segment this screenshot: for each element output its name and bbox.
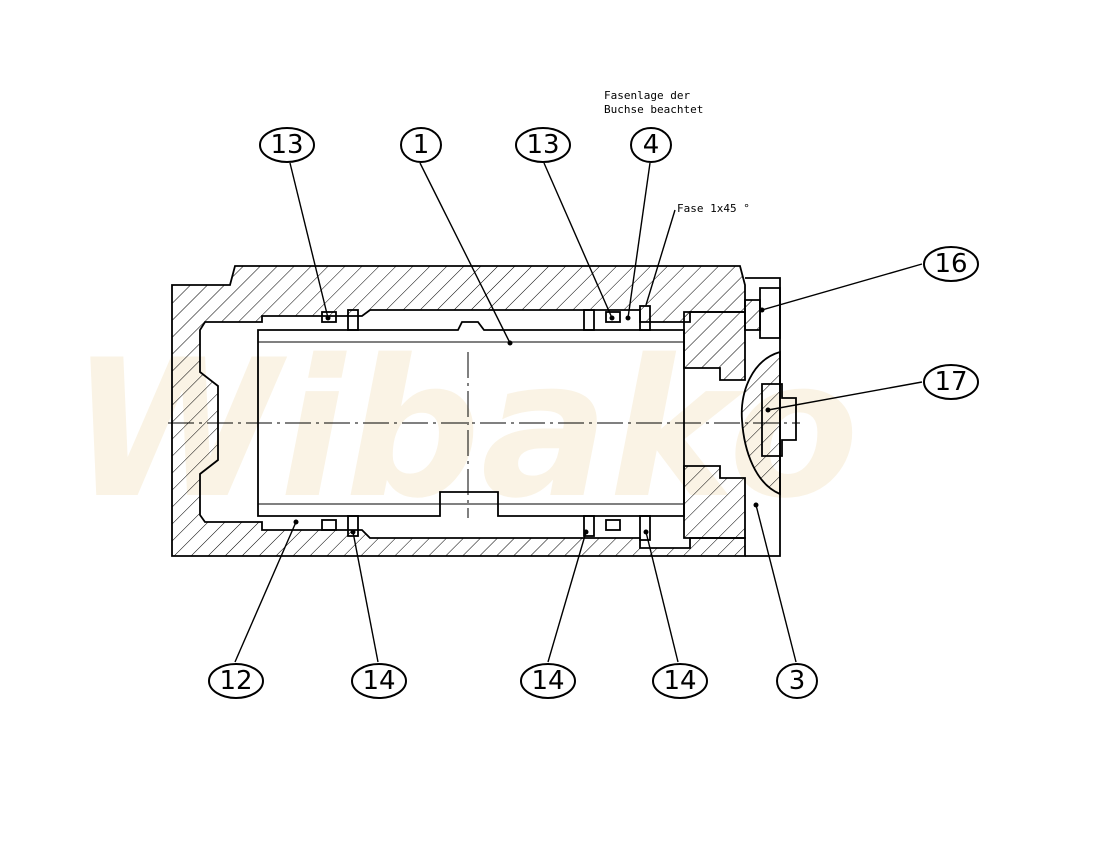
balloon-13-upper-right: 13 (515, 127, 571, 163)
balloon-4: 4 (630, 127, 672, 163)
svg-text:13: 13 (526, 130, 559, 160)
svg-text:1: 1 (413, 130, 430, 160)
balloon-17: 17 (923, 364, 979, 400)
balloon-13-upper-left: 13 (259, 127, 315, 163)
svg-text:16: 16 (934, 249, 967, 279)
leader-lines (234, 162, 923, 663)
balloon-14-middle: 14 (520, 663, 576, 699)
svg-text:14: 14 (531, 666, 564, 696)
balloon-14-left: 14 (351, 663, 407, 699)
svg-text:13: 13 (270, 130, 303, 160)
balloon-3: 3 (776, 663, 818, 699)
balloon-12: 12 (208, 663, 264, 699)
svg-text:4: 4 (643, 130, 660, 160)
balloon-14-right: 14 (652, 663, 708, 699)
svg-text:3: 3 (789, 666, 806, 696)
note-chamfer: Fase 1x45 ° (677, 202, 750, 215)
note-bushing-line1: Fasenlage der (604, 89, 690, 102)
svg-text:17: 17 (934, 367, 967, 397)
balloon-1: 1 (400, 127, 442, 163)
screw (759, 287, 797, 457)
svg-text:14: 14 (663, 666, 696, 696)
note-bushing-line2: Buchse beachtet (604, 103, 703, 116)
shaft (257, 321, 685, 517)
balloon-16: 16 (923, 246, 979, 282)
housing-section (171, 265, 781, 557)
seals (321, 305, 651, 541)
svg-text:14: 14 (362, 666, 395, 696)
svg-text:12: 12 (219, 666, 252, 696)
